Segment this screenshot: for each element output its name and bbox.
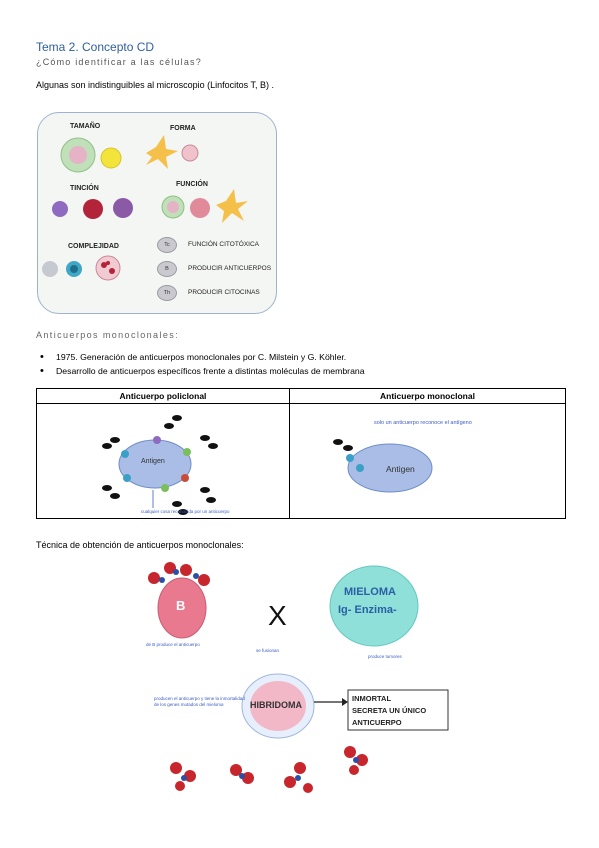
intro-text: Algunas son indistinguibles al microscop… (36, 80, 274, 90)
monoclonal-cell: Antigen solo un anticuerpo reconoce el a… (288, 403, 567, 519)
poly-note: cualquier cosa reconocida por un anticue… (141, 509, 230, 514)
mono-antigen-label: Antigen (385, 464, 415, 474)
bullet-list: 1975. Generación de anticuerpos monoclon… (40, 351, 365, 380)
myeloma-sublabel: Ig- Enzima- (338, 604, 397, 616)
section-title: Anticuerpos monoclonales: (36, 330, 180, 340)
legend-code-th: Th (157, 285, 177, 301)
hybridoma-figure: B X MIELOMA Ig- Enzima- HIBRIDOMA INMORT… (140, 556, 460, 806)
function-cell-2 (190, 198, 210, 218)
note-tumor: produce tumores (368, 654, 402, 659)
monoclonal-diagram (332, 439, 433, 493)
legend-code-b: B (157, 261, 177, 277)
hybridoma-nucleus (250, 681, 306, 731)
small-cell (100, 147, 122, 169)
label-tincion: TINCIÓN (70, 185, 99, 192)
cell-identification-figure: TAMAÑO FORMA TINCIÓN FUNCIÓN COMPLEJIDAD… (37, 112, 277, 314)
myeloma-label: MIELOMA (344, 586, 396, 598)
antibody-comparison-table: Anticuerpo policlonal Anticuerpo monoclo… (36, 388, 567, 519)
note-b-cell: de B produce el anticuerpo (146, 642, 200, 647)
note-fuse: se fusionan (256, 648, 280, 653)
function-star-cell (216, 189, 248, 223)
stain-cell-red (83, 199, 103, 219)
note-hybridoma-2: de los genes mutados del mieloma (154, 702, 224, 707)
cell-illustrations (42, 135, 248, 281)
star-cell (146, 135, 178, 169)
header-monoclonal: Anticuerpo monoclonal (288, 388, 567, 404)
b-cell-label: B (176, 598, 186, 613)
label-forma: FORMA (170, 125, 196, 132)
note-hybridoma-1: producen el anticuerpo y tiene la inmort… (154, 696, 245, 701)
stain-cell-violet (113, 198, 133, 218)
policlonal-cell: Antigen cualquier cosa reconocida por un… (36, 403, 290, 519)
cross-symbol: X (268, 600, 287, 631)
result-line3: ANTICUERPO (352, 718, 402, 727)
simple-cell (42, 261, 58, 277)
complex-cell (95, 255, 121, 281)
page-subtitle: ¿Cómo identificar a las células? (36, 57, 202, 67)
bullet-item: 1975. Generación de anticuerpos monoclon… (40, 351, 365, 366)
header-policlonal: Anticuerpo policlonal (36, 388, 290, 404)
mono-note: solo un anticuerpo reconoce el antígeno (373, 420, 472, 426)
legend-text-th: PRODUCIR CITOCINAS (188, 289, 260, 296)
poly-antigen-label: Antigen (141, 458, 165, 465)
technique-title: Técnica de obtención de anticuerpos mono… (36, 540, 244, 550)
legend-text-b: PRODUCIR ANTICUERPOS (188, 265, 272, 272)
hybridoma-label: HIBRIDOMA (250, 700, 302, 710)
page-title: Tema 2. Concepto CD (36, 40, 155, 54)
result-box (347, 689, 449, 731)
mono-antigen-shape (347, 443, 433, 493)
large-cell-nucleus (69, 146, 87, 164)
label-funcion: FUNCIÓN (176, 181, 208, 188)
round-cell (181, 144, 199, 162)
b-cell-shape (157, 577, 207, 639)
bullet-item: Desarrollo de anticuerpos específicos fr… (40, 365, 365, 380)
label-tamano: TAMAÑO (70, 123, 101, 130)
label-complejidad: COMPLEJIDAD (68, 243, 119, 250)
legend-text-tc: FUNCIÓN CITOTÓXICA (188, 241, 260, 248)
result-line1: INMORTAL (352, 694, 392, 703)
legend-code-tc: Tc (157, 237, 177, 253)
hybridoma-illustration (148, 562, 449, 793)
stain-cell-purple (52, 201, 68, 217)
result-line2: SECRETA UN ÚNICO (352, 706, 427, 715)
polyclonal-diagram (102, 415, 218, 515)
myeloma-shape (329, 565, 419, 647)
